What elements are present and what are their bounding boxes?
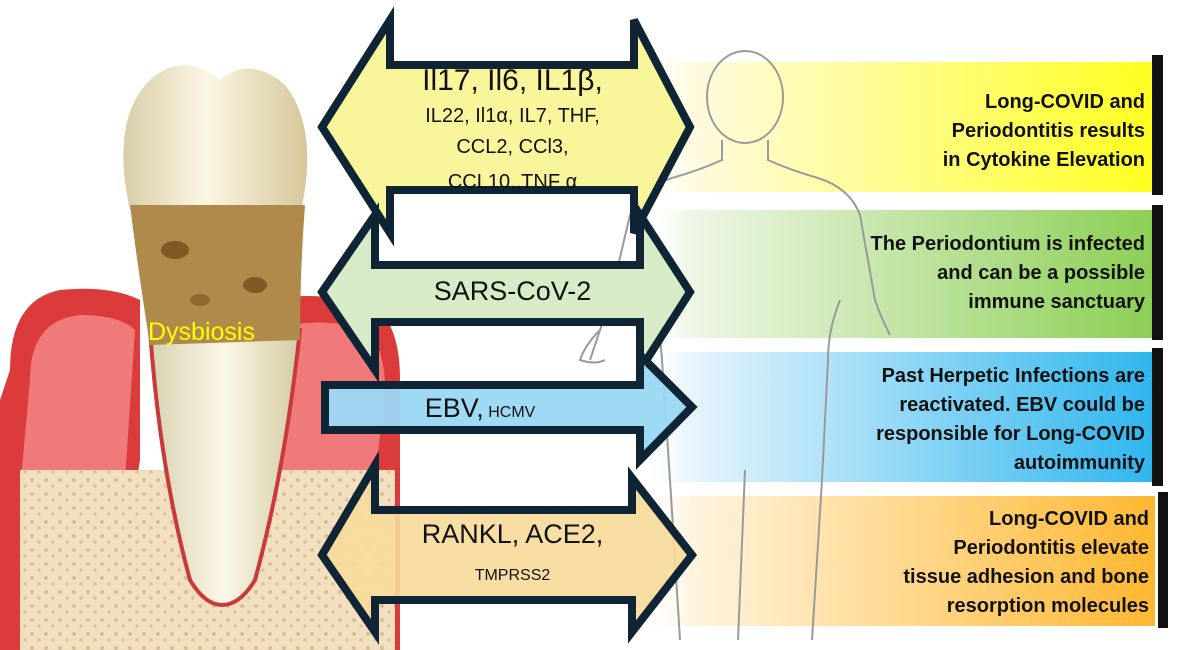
panel-3-line: autoimmunity xyxy=(1013,452,1145,474)
panel-2-line: The Periodontium is infected xyxy=(870,233,1145,255)
arrow-molecules xyxy=(317,450,698,645)
panel-3-line: responsible for Long-COVID xyxy=(876,423,1145,445)
plaque-calculus xyxy=(130,205,305,345)
panel-1-line: in Cytokine Elevation xyxy=(942,149,1145,171)
ebv-label: EBV, HCMV xyxy=(330,392,630,426)
molecule-line-2: TMPRSS2 xyxy=(474,566,551,584)
panel-herpetic-reactivation xyxy=(640,348,1163,486)
ebv-text: EBV, xyxy=(424,393,484,423)
cytokine-labels: Il17, Il6, IL1β, IL22, Il1α, IL7, THF, C… xyxy=(380,62,645,195)
molecule-labels: RANKL, ACE2, TMPRSS2 xyxy=(380,518,645,586)
gum-highlight xyxy=(20,315,135,490)
panel-3-line: Past Herpetic Infections are xyxy=(881,365,1145,387)
panel-1-line: Long-COVID and xyxy=(985,91,1145,113)
sars-cov-2-label: SARS-CoV-2 xyxy=(433,276,592,306)
cytokine-line-2: IL22, Il1α, IL7, THF, xyxy=(425,104,600,127)
panel-4-line: tissue adhesion and bone xyxy=(903,566,1149,588)
panel-1-line: Periodontitis results xyxy=(951,120,1145,142)
tooth-crown xyxy=(123,65,308,215)
panel-cytokine-elevation xyxy=(640,55,1163,195)
molecule-line-1: RANKL, ACE2, xyxy=(421,519,604,549)
panel-4-text: Long-COVID and Periodontitis elevate tis… xyxy=(729,505,1149,621)
panel-2-text: The Periodontium is infected and can be … xyxy=(725,230,1145,317)
panel-immune-sanctuary xyxy=(640,205,1163,340)
panel-3-text: Past Herpetic Infections are reactivated… xyxy=(725,362,1145,478)
arrow-cytokines xyxy=(317,6,695,247)
arrow-ebv xyxy=(321,345,698,470)
panel-bone-resorption xyxy=(640,492,1168,628)
panel-3-line: reactivated. EBV could be xyxy=(899,394,1145,416)
panel-4-line: resorption molecules xyxy=(946,595,1149,617)
panel-2-line: immune sanctuary xyxy=(968,291,1145,313)
cytokine-line-1: Il17, Il6, IL1β, xyxy=(422,64,603,97)
tooth-root xyxy=(147,328,303,608)
panel-4-line: Periodontitis elevate xyxy=(953,537,1149,559)
dysbiosis-label: Dysbiosis xyxy=(148,318,255,346)
panel-1-text: Long-COVID and Periodontitis results in … xyxy=(725,88,1145,175)
panel-4-line: Long-COVID and xyxy=(989,508,1149,530)
cytokine-line-3: CCL2, CCl3, xyxy=(456,135,569,158)
cytokine-line-4: CCL10,,TNF α xyxy=(447,170,578,193)
hcmv-text: HCMV xyxy=(488,404,536,421)
panel-2-line: and can be a possible xyxy=(937,262,1145,284)
